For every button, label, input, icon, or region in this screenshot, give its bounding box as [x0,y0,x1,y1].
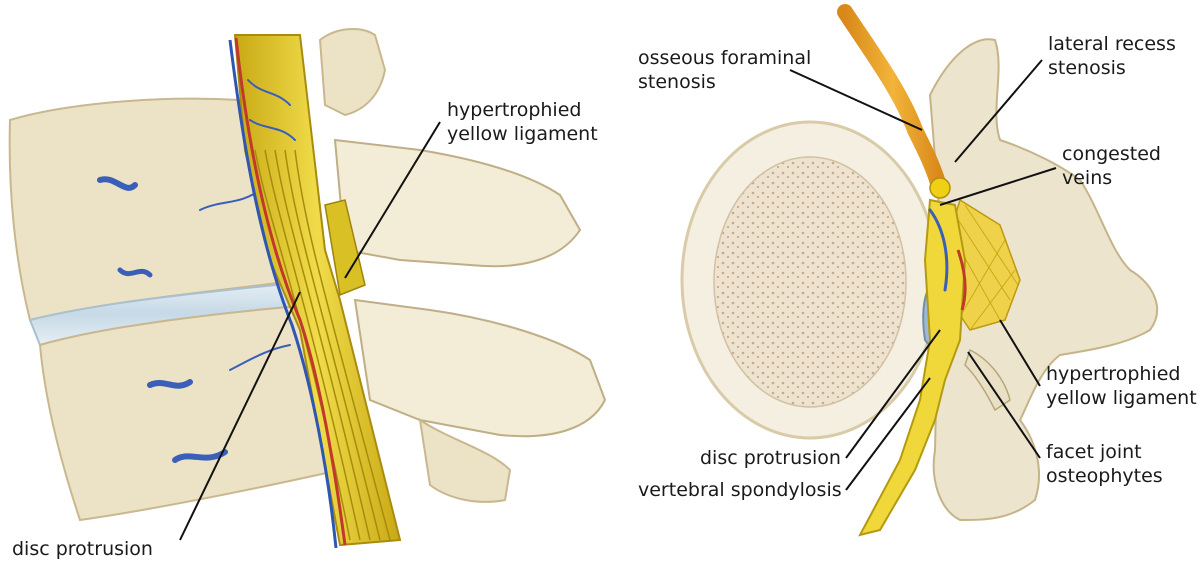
label-hypertrophied-right-1: hypertrophied [1046,363,1180,385]
label-osseous-1: osseous foraminal [638,47,811,69]
label-osseous-2: stenosis [638,71,716,93]
label-congested-1: congested [1062,143,1161,165]
label-hypertrophied-right-2: yellow ligament [1046,387,1197,409]
label-lateral-recess-2: stenosis [1048,57,1126,79]
label-facet-1: facet joint [1046,441,1142,463]
upper-posterior-element [335,140,580,266]
label-hypertrophied-left-1: hypertrophied [447,99,581,121]
label-disc-protrusion-left: disc protrusion [12,538,153,560]
lower-posterior-element [355,300,605,436]
label-facet-2: osteophytes [1046,465,1163,487]
label-lateral-recess-1: lateral recess [1048,33,1176,55]
label-hypertrophied-left-2: yellow ligament [447,123,598,145]
label-vertebral-spondylosis: vertebral spondylosis [638,479,842,501]
label-congested-2: veins [1062,167,1112,189]
label-disc-protrusion-right: disc protrusion [700,447,841,469]
